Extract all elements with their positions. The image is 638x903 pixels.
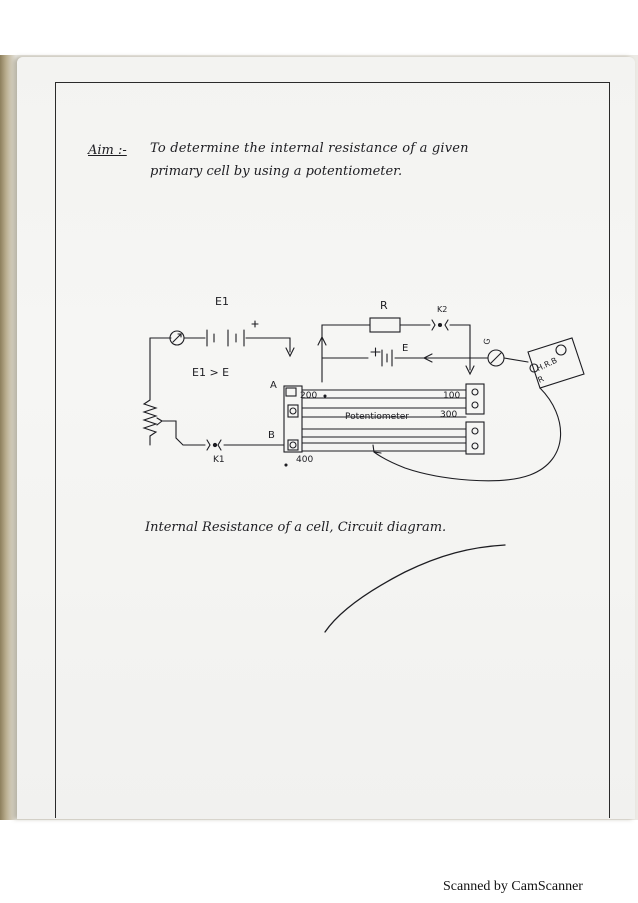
secondary-circuit xyxy=(317,317,529,383)
label-key-k2: K2 xyxy=(437,305,448,314)
label-mark-100: 100 xyxy=(443,391,461,401)
aim-label: Aim :- xyxy=(88,143,127,158)
jockey-wire xyxy=(373,387,562,482)
page-border xyxy=(55,82,610,818)
pen-stroke xyxy=(324,544,506,633)
resistor-r-icon xyxy=(369,317,401,333)
label-condition: E1 > E xyxy=(192,366,230,379)
potentiometer-board xyxy=(283,383,485,455)
dot-mark xyxy=(323,394,327,398)
rheostat-icon xyxy=(142,399,206,446)
battery-e1-icon xyxy=(206,320,259,347)
label-point-b: B xyxy=(268,430,275,441)
label-cell-e: E xyxy=(402,343,409,354)
aim-text-line1: To determine the internal resistance of … xyxy=(150,141,469,156)
key-k2-icon xyxy=(431,319,449,331)
resistance-box-icon xyxy=(527,337,585,389)
label-mark-400: 400 xyxy=(296,455,314,465)
label-e1: E1 xyxy=(215,295,229,308)
label-resistor-r: R xyxy=(380,299,388,312)
label-galvanometer: G xyxy=(482,337,493,346)
key-k1-icon xyxy=(206,439,222,451)
diagram-caption: Internal Resistance of a cell, Circuit d… xyxy=(145,520,447,535)
label-key-k1: K1 xyxy=(213,455,225,465)
primary-circuit xyxy=(142,320,295,451)
label-potentiometer: Potentiometer xyxy=(345,412,409,422)
label-mark-200: 200 xyxy=(300,391,318,401)
cell-e-icon xyxy=(370,347,393,367)
notebook-page xyxy=(17,57,635,819)
aim-text-line2: primary cell by using a potentiometer. xyxy=(150,164,403,179)
scanner-watermark: Scanned by CamScanner xyxy=(443,879,583,894)
label-point-a: A xyxy=(270,380,277,391)
dot-mark xyxy=(284,463,288,467)
label-mark-300: 300 xyxy=(440,410,458,420)
